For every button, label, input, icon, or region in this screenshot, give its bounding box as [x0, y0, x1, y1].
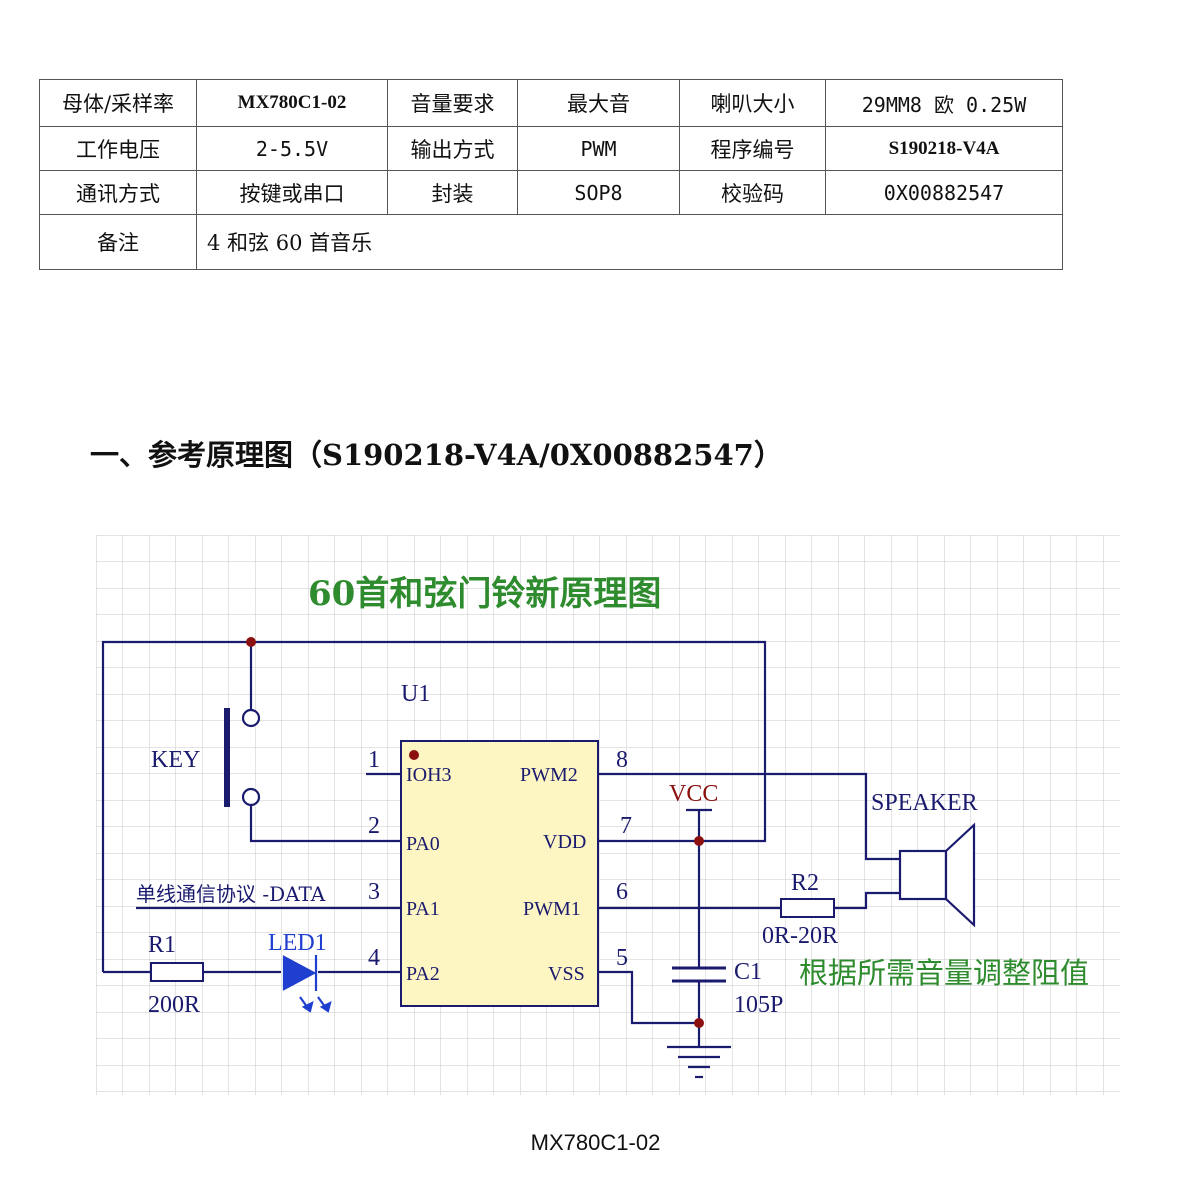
wires [101, 640, 900, 1047]
grid-background [96, 535, 1120, 1095]
pin-name: PWM2 [520, 764, 578, 786]
c1-value: 105P [734, 992, 783, 1018]
pin-number: 2 [368, 813, 380, 839]
pin-number: 5 [616, 945, 628, 971]
section-heading: 一、参考原理图（S190218-V4A/0X00882547） [90, 438, 783, 472]
chip-pins: 1 IOH3 2 PA0 3 PA1 4 PA2 8 PWM2 7 VDD 6 … [368, 747, 632, 985]
r1-label: R1 [148, 932, 176, 958]
table-cell: 喇叭大小 [679, 79, 826, 127]
pin-number: 7 [620, 813, 632, 839]
pin1-marker [409, 750, 419, 760]
speaker-icon [898, 822, 976, 928]
chip-body [400, 740, 599, 1007]
junctions [246, 637, 704, 1028]
capacitor-c1 [672, 966, 726, 983]
table-row: 工作电压 2-5.5V 输出方式 PWM 程序编号 S190218-V4A [39, 126, 1063, 171]
pin-number: 8 [616, 747, 628, 773]
table-cell: 29MM8 欧 0.25W [825, 79, 1063, 127]
table-row: 备注 4 和弦 60 首音乐 [39, 214, 1063, 270]
table-cell: 封装 [387, 170, 518, 215]
spec-table: 母体/采样率 MX780C1-02 音量要求 最大音 喇叭大小 29MM8 欧 … [39, 79, 1063, 270]
pin-number: 3 [368, 879, 380, 905]
table-cell: PWM [517, 126, 680, 171]
junction-dot [246, 637, 256, 647]
resistor-r2 [780, 898, 835, 918]
pin-name: PA1 [406, 898, 440, 920]
pin-name: IOH3 [406, 764, 452, 786]
table-cell: MX780C1-02 [196, 79, 388, 127]
vcc-label: VCC [669, 781, 718, 807]
pin-name: PA0 [406, 833, 440, 855]
pin-name: PWM1 [523, 898, 581, 920]
pin-name: VSS [548, 963, 585, 985]
table-cell: 2-5.5V [196, 126, 388, 171]
figure-caption: MX780C1-02 [530, 1130, 661, 1155]
table-cell: 输出方式 [387, 126, 518, 171]
pin-number: 4 [368, 945, 380, 971]
pin-name: PA2 [406, 963, 440, 985]
table-cell: 通讯方式 [39, 170, 197, 215]
table-row: 母体/采样率 MX780C1-02 音量要求 最大音 喇叭大小 29MM8 欧 … [39, 79, 1063, 127]
table-cell: 程序编号 [679, 126, 826, 171]
table-cell: 母体/采样率 [39, 79, 197, 127]
led-label: LED1 [268, 930, 327, 956]
data-line-label: 单线通信协议 -DATA [136, 882, 326, 906]
key-switch [224, 708, 261, 807]
r2-label: R2 [791, 870, 819, 896]
volume-note: 根据所需音量调整阻值 [799, 956, 1089, 990]
led-symbol [282, 955, 332, 1013]
ground-symbol [667, 1045, 731, 1079]
table-cell: S190218-V4A [825, 126, 1063, 171]
r2-value: 0R-20R [762, 923, 838, 949]
schematic-title: 60首和弦门铃新原理图 [308, 574, 661, 614]
schematic-diagram: 60首和弦门铃新原理图 [96, 535, 1120, 1095]
table-cell: 备注 [39, 214, 197, 270]
table-cell: 0X00882547 [825, 170, 1063, 215]
table-cell: 4 和弦 60 首音乐 [196, 214, 1063, 270]
resistor-r1 [150, 962, 204, 982]
r1-value: 200R [148, 992, 200, 1018]
speaker-label: SPEAKER [871, 790, 978, 816]
table-cell: SOP8 [517, 170, 680, 215]
pin-number: 6 [616, 879, 628, 905]
table-cell: 最大音 [517, 79, 680, 127]
junction-dot [694, 836, 704, 846]
junction-dot [694, 1018, 704, 1028]
table-cell: 音量要求 [387, 79, 518, 127]
pin-number: 1 [368, 747, 380, 773]
chip-ref: U1 [401, 681, 430, 707]
table-cell: 校验码 [679, 170, 826, 215]
table-cell: 工作电压 [39, 126, 197, 171]
table-cell: 按键或串口 [196, 170, 388, 215]
c1-label: C1 [734, 959, 762, 985]
key-label: KEY [151, 747, 200, 773]
table-row: 通讯方式 按键或串口 封装 SOP8 校验码 0X00882547 [39, 170, 1063, 215]
pin-name: VDD [543, 831, 586, 853]
